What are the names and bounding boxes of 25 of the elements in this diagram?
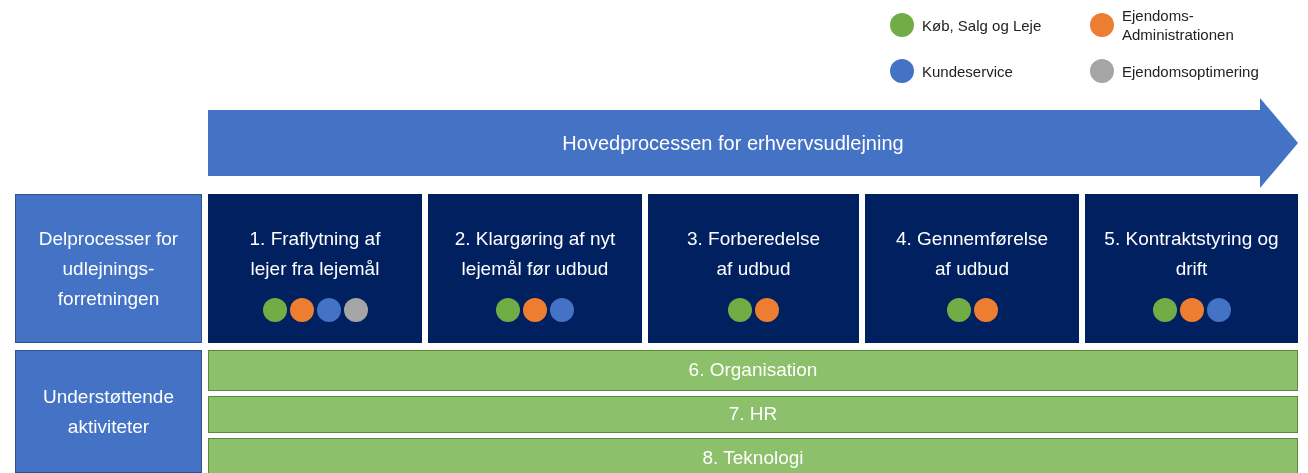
node-label: Hovedprocessen for erhvervsudlejning — [562, 131, 904, 156]
row-header-box — [15, 194, 202, 343]
node-label: Understøttende aktiviteter — [42, 384, 175, 439]
node-label: 4. Gennemførelse af udbud — [894, 227, 1050, 281]
node-label: Delprocesser for udlejnings- forretningen — [37, 226, 180, 311]
legend-label: Køb, Salg og Leje — [922, 15, 1043, 35]
process-box — [208, 194, 422, 343]
node-label: 5. Kontraktstyring og drift — [1103, 227, 1280, 281]
legend-label: Kundeservice — [922, 61, 1014, 81]
node-label: 3. Forberedelse af udbud — [685, 227, 822, 281]
process-box — [648, 194, 859, 343]
legend-label: Ejendomsoptimering — [1122, 61, 1260, 81]
node-label: 8. Teknologi — [702, 445, 804, 470]
process-box — [428, 194, 642, 343]
legend-label: Ejendoms- Administrationen — [1122, 6, 1235, 44]
activity-bar — [208, 396, 1298, 433]
node-label: 6. Organisation — [688, 358, 818, 383]
process-box — [865, 194, 1079, 343]
activity-bar — [208, 438, 1298, 473]
node-label: 2. Klargøring af nyt lejemål før udbud — [453, 227, 617, 281]
row-header-box — [15, 350, 202, 473]
process-box — [1085, 194, 1298, 343]
node-label: 1. Fraflytning af lejer fra lejemål — [248, 227, 382, 281]
node-label: 7. HR — [728, 402, 778, 427]
activity-bar — [208, 350, 1298, 391]
